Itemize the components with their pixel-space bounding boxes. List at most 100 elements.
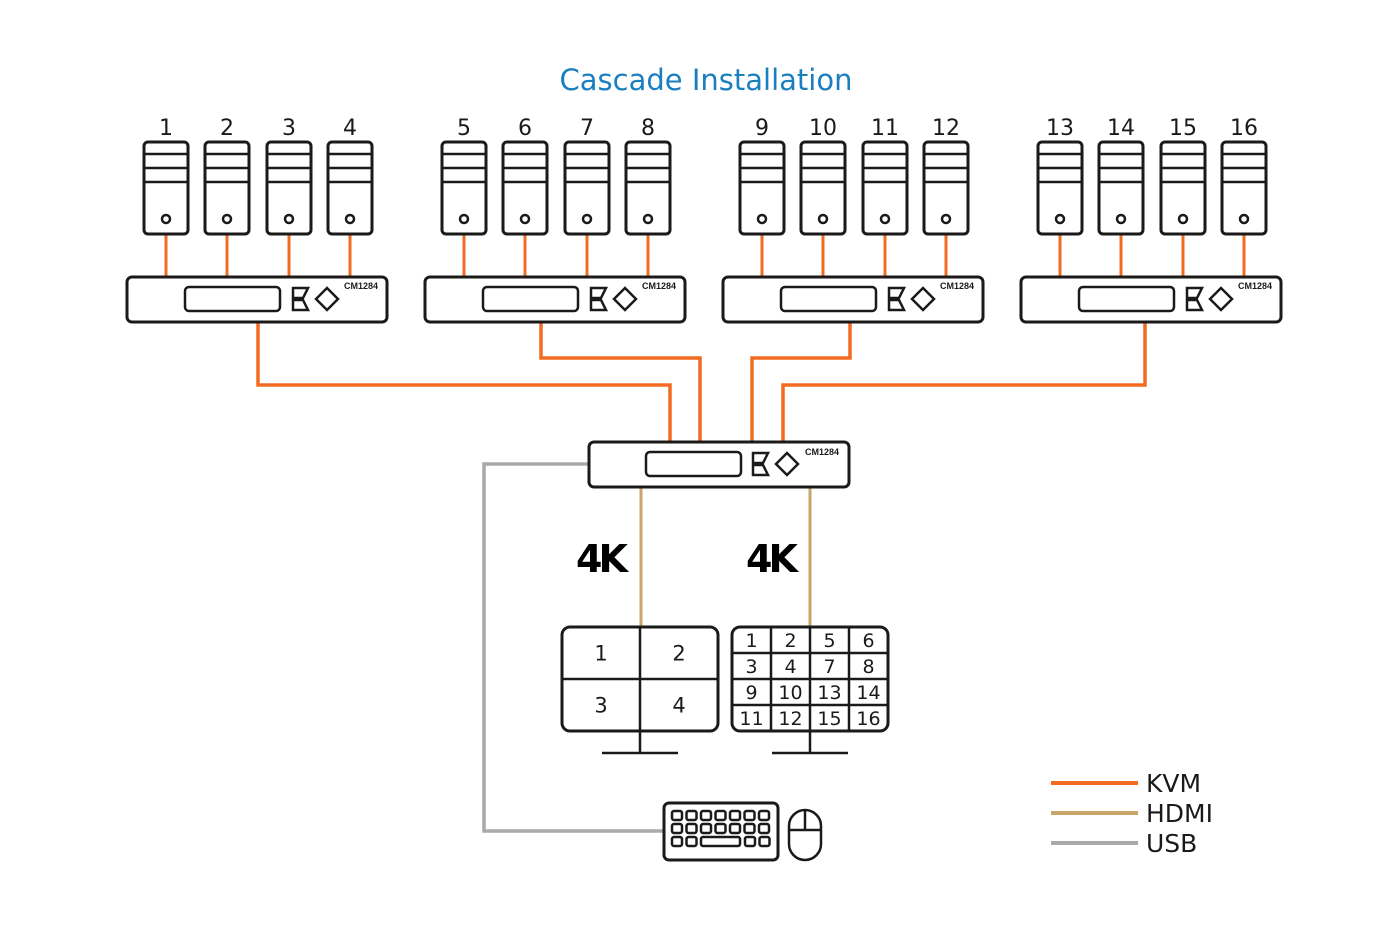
view-cell-1: 1 bbox=[745, 630, 757, 652]
view-cell-11: 11 bbox=[739, 708, 763, 730]
tower-body bbox=[861, 140, 909, 236]
brand-logo-icon bbox=[751, 451, 800, 477]
power-button bbox=[283, 213, 295, 225]
view-cell-7: 7 bbox=[823, 656, 835, 678]
logo-part bbox=[1208, 286, 1234, 312]
view-cell-12: 12 bbox=[778, 708, 802, 730]
logo-part bbox=[589, 298, 609, 312]
legend-label: KVM bbox=[1146, 769, 1201, 798]
tower-body bbox=[440, 140, 488, 236]
logo-part bbox=[589, 286, 609, 300]
power-button bbox=[756, 213, 768, 225]
view-cell-16: 16 bbox=[856, 708, 880, 730]
tower-body bbox=[624, 140, 672, 236]
key bbox=[699, 822, 713, 835]
pc-number-label: 2 bbox=[220, 116, 234, 141]
view-cell-1: 1 bbox=[594, 642, 607, 666]
kvm-switch-3: CM1284 bbox=[721, 275, 985, 324]
computer-tower-icon bbox=[922, 140, 970, 236]
resolution-badges: 4K 4K bbox=[576, 537, 803, 581]
logo-part bbox=[612, 286, 638, 312]
view-cell-4: 4 bbox=[784, 656, 796, 678]
diagram-title: Cascade Installation bbox=[560, 63, 853, 97]
computer-tower-icon bbox=[563, 140, 611, 236]
logo-part bbox=[910, 286, 936, 312]
kvm-switch-1: CM1284 bbox=[125, 275, 389, 324]
power-button bbox=[940, 213, 952, 225]
kvm-switch-4: CM1284 bbox=[1019, 275, 1283, 324]
tower-body bbox=[142, 140, 190, 236]
computer-tower-icon bbox=[326, 140, 374, 236]
power-button bbox=[1177, 213, 1189, 225]
key bbox=[714, 809, 727, 822]
computer-tower-icon bbox=[501, 140, 549, 236]
kvm-cascade-cable-2 bbox=[539, 322, 702, 442]
view-cell-2: 2 bbox=[784, 630, 796, 652]
pc-number-label: 1 bbox=[159, 116, 173, 141]
computer-tower-icon bbox=[1159, 140, 1207, 236]
power-button bbox=[642, 213, 654, 225]
computer-tower-icon bbox=[203, 140, 251, 236]
tower-body bbox=[1097, 140, 1145, 236]
key bbox=[685, 822, 698, 835]
tower-body bbox=[799, 140, 847, 236]
pc-number-label: 11 bbox=[871, 116, 899, 141]
keyboard-icon bbox=[662, 801, 780, 862]
wires-layer bbox=[164, 234, 1246, 833]
key bbox=[757, 822, 771, 835]
pc-number-label: 7 bbox=[580, 116, 594, 141]
legend-item-usb: USB bbox=[1051, 829, 1197, 858]
power-button bbox=[160, 213, 172, 225]
brand-logo-icon bbox=[1185, 286, 1234, 312]
kvm-switch-2: CM1284 bbox=[423, 275, 687, 324]
logo-part bbox=[291, 298, 311, 312]
computer-tower-icon bbox=[440, 140, 488, 236]
tower-body bbox=[922, 140, 970, 236]
power-button bbox=[817, 213, 829, 225]
pc-number-label: 16 bbox=[1230, 116, 1258, 141]
view-cell-15: 15 bbox=[817, 708, 841, 730]
logo-part bbox=[1185, 298, 1205, 312]
key bbox=[743, 835, 757, 848]
key bbox=[670, 835, 684, 848]
view-cell-3: 3 bbox=[745, 656, 757, 678]
logo-part bbox=[314, 286, 340, 312]
pc-number-label: 6 bbox=[518, 116, 532, 141]
computer-tower-icon bbox=[861, 140, 909, 236]
computer-tower-icon bbox=[1220, 140, 1268, 236]
tower-body bbox=[1220, 140, 1268, 236]
badge-4k-right: 4K bbox=[746, 537, 799, 581]
spacebar bbox=[699, 835, 742, 848]
switch-display bbox=[779, 285, 878, 313]
brand-logo-icon bbox=[291, 286, 340, 312]
legend-item-kvm: KVM bbox=[1051, 769, 1201, 798]
legend-label: HDMI bbox=[1146, 799, 1213, 828]
computer-tower-icon bbox=[624, 140, 672, 236]
master-switch-display bbox=[644, 450, 743, 478]
switch-model-label: CM1284 bbox=[642, 281, 676, 291]
key bbox=[685, 809, 698, 822]
key bbox=[699, 809, 713, 822]
computer-tower-icon bbox=[738, 140, 786, 236]
key bbox=[670, 822, 684, 835]
tower-body bbox=[203, 140, 251, 236]
logo-part bbox=[1185, 286, 1205, 300]
key bbox=[714, 822, 727, 835]
logo-part bbox=[887, 286, 907, 300]
key bbox=[758, 835, 771, 848]
switch-display bbox=[481, 285, 580, 313]
view-cell-13: 13 bbox=[817, 682, 841, 704]
badge-4k-left: 4K bbox=[576, 537, 629, 581]
kvm-cascade-cable-4 bbox=[781, 322, 1147, 442]
power-button bbox=[344, 213, 356, 225]
computer-tower-icon bbox=[142, 140, 190, 236]
switch-display bbox=[183, 285, 282, 313]
view-cell-4: 4 bbox=[672, 694, 685, 718]
tower-body bbox=[563, 140, 611, 236]
